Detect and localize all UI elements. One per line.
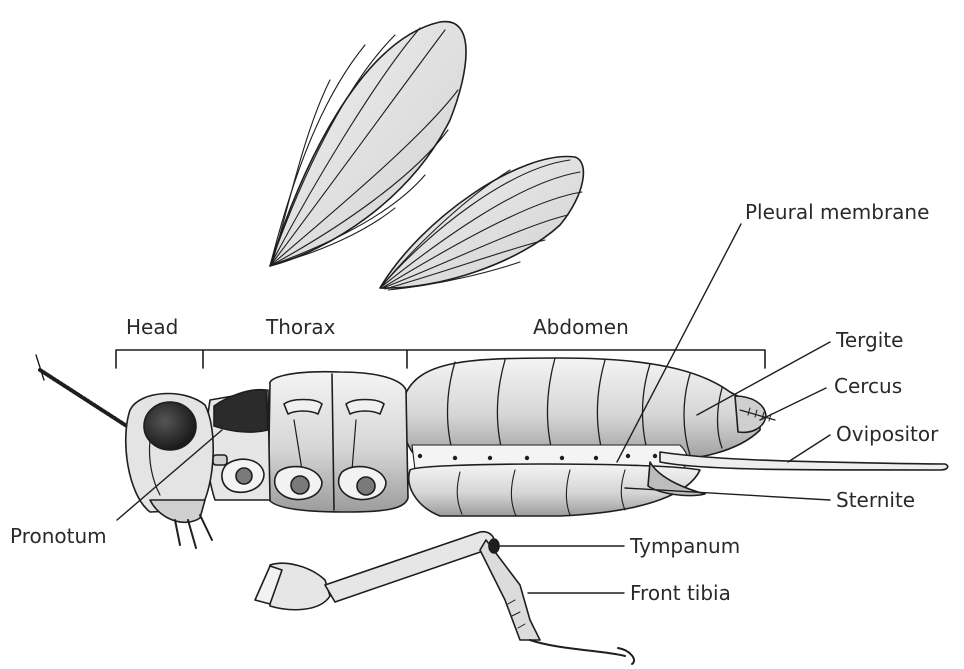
thorax bbox=[205, 370, 409, 513]
abdomen-bracket bbox=[406, 349, 766, 369]
pronotum-plate bbox=[213, 388, 269, 433]
leader-lines bbox=[116, 223, 831, 594]
sternite-leader bbox=[624, 487, 831, 501]
pronotum-leader bbox=[116, 429, 223, 521]
label-thorax: Thorax bbox=[265, 315, 336, 339]
label-tergite: Tergite bbox=[835, 328, 903, 352]
label-ovipositor: Ovipositor bbox=[836, 422, 939, 446]
label-cercus: Cercus bbox=[834, 374, 902, 398]
label-sternite: Sternite bbox=[836, 488, 915, 512]
tergite-leader bbox=[696, 341, 831, 416]
label-head: Head bbox=[126, 315, 178, 339]
ovipositor-leader bbox=[787, 434, 831, 463]
hind-leg bbox=[254, 530, 636, 665]
label-pleural-membrane: Pleural membrane bbox=[745, 200, 929, 224]
cercus-leader bbox=[759, 387, 827, 421]
label-tympanum: Tympanum bbox=[629, 534, 740, 558]
compound-eye bbox=[143, 401, 197, 451]
pleural-membrane-leader bbox=[616, 223, 742, 463]
hindwing bbox=[379, 155, 585, 291]
segment-brackets bbox=[115, 349, 766, 369]
label-front-tibia: Front tibia bbox=[630, 581, 731, 605]
label-abdomen: Abdomen bbox=[533, 315, 629, 339]
label-pronotum: Pronotum bbox=[10, 524, 107, 548]
head bbox=[124, 392, 214, 549]
tympanum-organ bbox=[488, 538, 500, 554]
head-bracket bbox=[115, 349, 204, 369]
forewing bbox=[269, 20, 467, 267]
thorax-bracket bbox=[202, 349, 408, 369]
abdomen bbox=[400, 357, 949, 517]
